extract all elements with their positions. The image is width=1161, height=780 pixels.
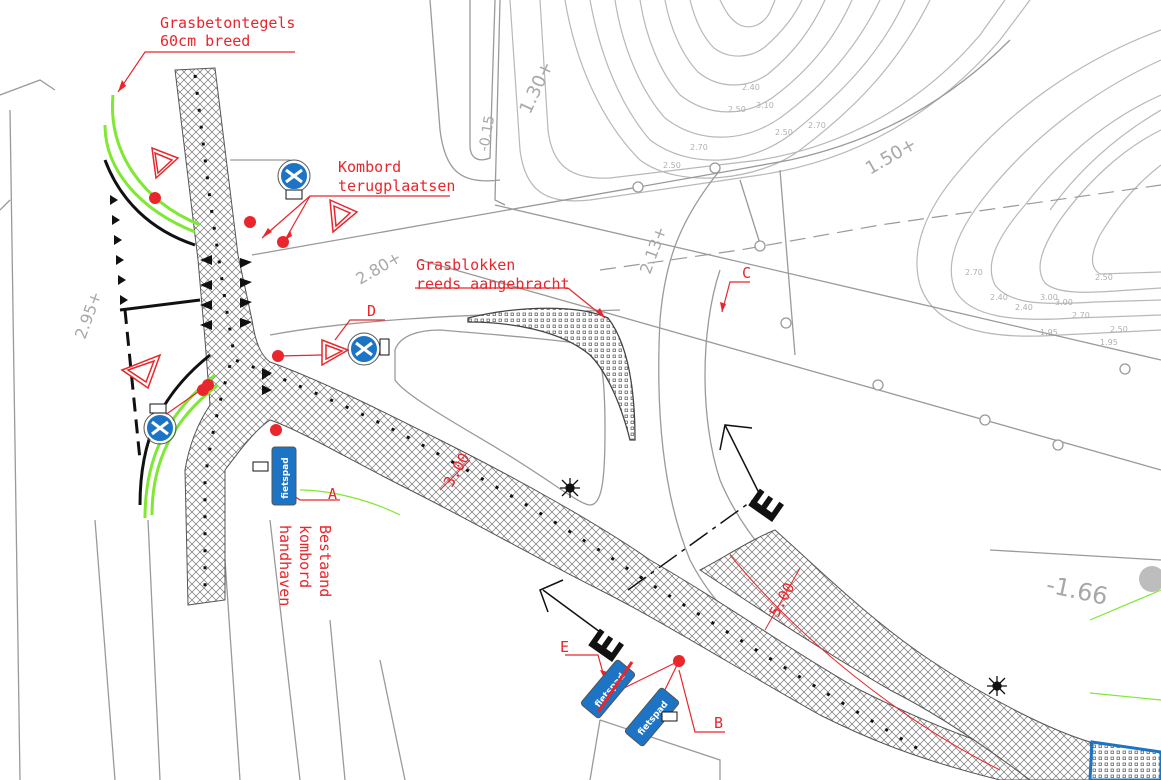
svg-text:2.50: 2.50 bbox=[728, 105, 746, 114]
manhole-marker bbox=[1139, 566, 1161, 592]
elevation-label: -0.15 bbox=[476, 114, 498, 152]
svg-text:fietspad: fietspad bbox=[281, 457, 291, 498]
svg-text:2.40: 2.40 bbox=[742, 83, 760, 92]
svg-text:2.70: 2.70 bbox=[690, 143, 708, 152]
yield-sign-icon bbox=[120, 353, 162, 390]
dimension-lines bbox=[439, 459, 1001, 771]
bottom-right-edge-strip bbox=[1088, 740, 1161, 780]
label-bestaand: Bestaand bbox=[316, 525, 334, 597]
svg-text:2.50: 2.50 bbox=[1095, 273, 1113, 282]
curb-dashed-line bbox=[123, 309, 142, 461]
marker-e: E bbox=[560, 638, 569, 656]
kombord-sign-icon bbox=[347, 332, 390, 366]
yield-sign-icon bbox=[151, 146, 180, 180]
elevation-label: 2.95+ bbox=[71, 289, 106, 342]
street-light-icon bbox=[560, 478, 580, 498]
terrain-contours bbox=[509, 0, 1161, 337]
fietspad-sign-a: fietspad bbox=[252, 446, 297, 506]
green-ground-lines bbox=[299, 489, 1161, 701]
cycle-path-hatched bbox=[174, 67, 1096, 780]
yield-sign-icon bbox=[321, 338, 350, 367]
grass-block-area bbox=[467, 307, 636, 441]
kombord-sign-icon bbox=[277, 159, 311, 200]
label-handhaven: handhaven bbox=[276, 525, 294, 606]
marker-c: C bbox=[742, 264, 751, 282]
traffic-island bbox=[394, 329, 606, 506]
svg-text:2.50: 2.50 bbox=[663, 161, 681, 170]
svg-text:2.50: 2.50 bbox=[1110, 325, 1128, 334]
svg-text:2.40: 2.40 bbox=[1015, 303, 1033, 312]
yield-sign-icon bbox=[329, 198, 359, 234]
section-label-right: E bbox=[741, 482, 794, 531]
survey-points bbox=[632, 162, 1131, 451]
label-kombord: Kombord bbox=[338, 158, 401, 176]
elevation-label: 1.30+ bbox=[515, 58, 557, 117]
elevation-label: 2.80+ bbox=[353, 247, 405, 288]
shark-teeth-row bbox=[110, 195, 128, 305]
section-cut-lines bbox=[539, 424, 761, 633]
kombord-sign-icon bbox=[143, 403, 177, 445]
svg-text:3.10: 3.10 bbox=[756, 101, 774, 110]
elevation-label: -1.66 bbox=[1044, 570, 1111, 610]
contour-value-labels: 2.50 2.70 2.50 3.10 2.40 2.50 2.70 3.00 … bbox=[663, 83, 1128, 347]
svg-text:2.40: 2.40 bbox=[990, 293, 1008, 302]
label-terugplaatsen: terugplaatsen bbox=[338, 177, 455, 195]
svg-text:1.95: 1.95 bbox=[1040, 328, 1058, 337]
svg-text:3.00: 3.00 bbox=[1040, 293, 1058, 302]
fietspad-sign-e-crossed: fietspad bbox=[580, 659, 636, 719]
street-light-icon bbox=[987, 676, 1007, 696]
label-grasbetontegels: Grasbetontegels bbox=[160, 14, 295, 32]
svg-text:3.00: 3.00 bbox=[1055, 298, 1073, 307]
label-reeds-aangebracht: reeds aangebracht bbox=[416, 275, 570, 293]
cycle-path-centreline bbox=[193, 74, 921, 752]
tactile-markers bbox=[200, 255, 272, 395]
svg-text:1.95: 1.95 bbox=[1100, 338, 1118, 347]
svg-text:2.70: 2.70 bbox=[965, 268, 983, 277]
label-grasblokken: Grasblokken bbox=[416, 256, 515, 274]
label-kombord-existing: kombord bbox=[296, 525, 314, 588]
marker-d: D bbox=[367, 302, 376, 320]
elevation-label: 2.13+ bbox=[636, 224, 671, 277]
label-60cm-breed: 60cm breed bbox=[160, 32, 250, 50]
svg-text:2.70: 2.70 bbox=[1072, 311, 1090, 320]
svg-text:2.70: 2.70 bbox=[808, 121, 826, 130]
svg-text:2.50: 2.50 bbox=[775, 128, 793, 137]
marker-b: B bbox=[714, 714, 723, 732]
marker-a: A bbox=[328, 485, 337, 503]
section-label-left: E bbox=[581, 622, 634, 671]
